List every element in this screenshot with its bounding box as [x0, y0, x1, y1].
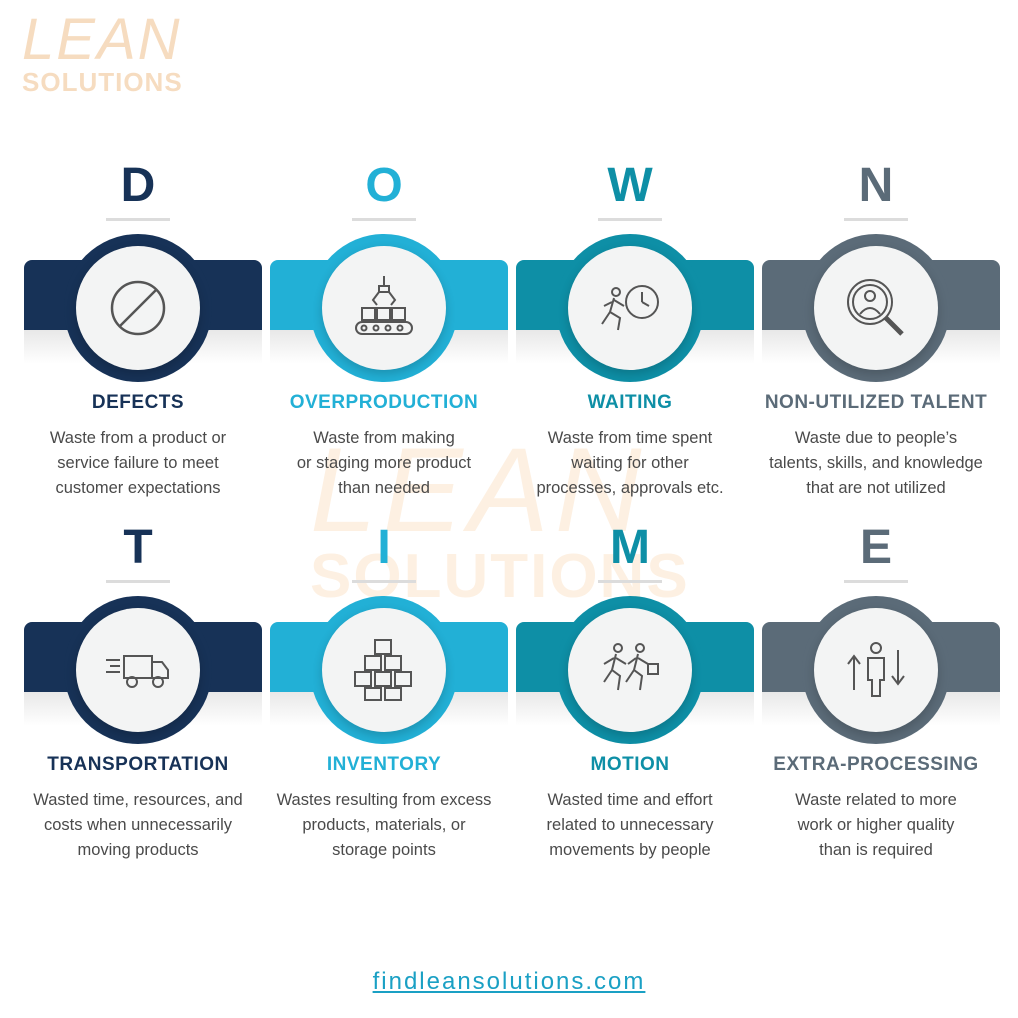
- card-description: Waste from time spent waiting for other …: [500, 426, 760, 501]
- letter-underline: [844, 580, 908, 583]
- card-overproduction: O OVERPRODUCTION Waste from making or st…: [264, 159, 508, 497]
- card-defects: D DEFECTS Waste from a product or servic…: [18, 159, 262, 497]
- letter-underline: [106, 580, 170, 583]
- desc-line: customer expectations: [55, 479, 221, 497]
- logo-line2: SOLUTIONS: [22, 67, 183, 97]
- card-title: TRANSPORTATION: [47, 754, 229, 775]
- letter-underline: [598, 218, 662, 221]
- desc-line: Waste due to people’s: [794, 429, 958, 447]
- card-description: Waste from a product or service failure …: [8, 426, 268, 501]
- desc-line: Waste from a product or: [49, 429, 227, 447]
- icon-disc: [568, 608, 692, 732]
- card-extra-processing: E EXTRA-PROCESSING Waste related to more…: [756, 521, 1000, 859]
- desc-line: than needed: [338, 479, 430, 497]
- desc-line: costs when unnecessarily: [43, 816, 232, 834]
- card-description: Wasted time and effort related to unnece…: [500, 788, 760, 863]
- desc-line: storage points: [332, 841, 436, 859]
- card-description: Wasted time, resources, and costs when u…: [8, 788, 268, 863]
- card-title: WAITING: [587, 392, 673, 413]
- desc-line: Waste from time spent: [547, 429, 713, 447]
- letter-underline: [352, 580, 416, 583]
- card-title: EXTRA-PROCESSING: [773, 754, 979, 775]
- card-letter: W: [607, 159, 653, 212]
- card-letter: I: [377, 521, 391, 574]
- desc-line: than is required: [819, 841, 933, 859]
- website-link[interactable]: findleansolutions.com: [372, 968, 646, 995]
- card-title: INVENTORY: [326, 754, 442, 775]
- desc-line: talents, skills, and knowledge: [769, 454, 983, 472]
- card-title: OVERPRODUCTION: [289, 392, 479, 413]
- card-description: Wastes resulting from excess products, m…: [254, 788, 514, 863]
- letter-underline: [598, 580, 662, 583]
- person-arrows-icon: [847, 642, 905, 697]
- letter-underline: [106, 218, 170, 221]
- desc-line: processes, approvals etc.: [536, 479, 724, 497]
- card-non-utilized-talent: N NON-UTILIZED TALENT Waste due to peopl…: [756, 159, 1000, 497]
- desc-line: related to unnecessary: [546, 816, 714, 834]
- desc-line: Wasted time and effort: [547, 791, 713, 809]
- desc-line: products, materials, or: [302, 816, 466, 834]
- desc-line: Wastes resulting from excess: [276, 791, 492, 809]
- desc-line: movements by people: [549, 841, 711, 859]
- card-letter: O: [365, 159, 403, 212]
- stacked-boxes-icon: [354, 639, 412, 701]
- desc-line: that are not utilized: [806, 479, 946, 497]
- card-description: Waste from making or staging more produc…: [254, 426, 514, 501]
- logo: LEAN SOLUTIONS: [20, 10, 200, 100]
- card-letter: E: [859, 521, 892, 574]
- card-inventory: I INVENTORY Wastes resulting from excess…: [264, 521, 508, 859]
- desc-line: service failure to meet: [57, 454, 219, 472]
- card-description: Waste due to people’s talents, skills, a…: [746, 426, 1006, 501]
- icon-disc: [814, 246, 938, 370]
- logo-line1: LEAN: [22, 7, 182, 72]
- letter-underline: [844, 218, 908, 221]
- icon-disc: [568, 246, 692, 370]
- desc-line: Waste from making: [313, 429, 455, 447]
- running-clock-icon: [601, 285, 659, 331]
- card-title: DEFECTS: [91, 392, 185, 413]
- icon-disc: [814, 608, 938, 732]
- card-letter: D: [120, 159, 156, 212]
- desc-line: moving products: [77, 841, 199, 859]
- card-description: Waste related to more work or higher qua…: [746, 788, 1006, 863]
- card-letter: M: [610, 521, 650, 574]
- letter-underline: [352, 218, 416, 221]
- prohibited-icon: [110, 280, 166, 336]
- desc-line: work or higher quality: [797, 816, 955, 834]
- desc-line: Waste related to more: [795, 791, 957, 809]
- card-title: MOTION: [590, 754, 670, 775]
- card-waiting: W WAITING Waste from time spent waiting …: [510, 159, 754, 497]
- card-letter: T: [123, 521, 153, 574]
- delivery-truck-icon: [106, 655, 169, 688]
- card-title: NON-UTILIZED TALENT: [764, 392, 988, 413]
- icon-disc: [76, 608, 200, 732]
- desc-line: Wasted time, resources, and: [33, 791, 243, 809]
- person-magnifier-icon: [847, 279, 904, 336]
- robot-arm-conveyor-icon: [355, 276, 413, 335]
- desc-line: or staging more product: [296, 454, 472, 472]
- card-motion: M MOTION Wasted time and effort related …: [510, 521, 754, 859]
- desc-line: waiting for other: [571, 454, 689, 472]
- running-people-icon: [603, 643, 659, 691]
- card-letter: N: [858, 159, 894, 212]
- card-transportation: T TRANSPORTATION Wasted time, resources,…: [18, 521, 262, 859]
